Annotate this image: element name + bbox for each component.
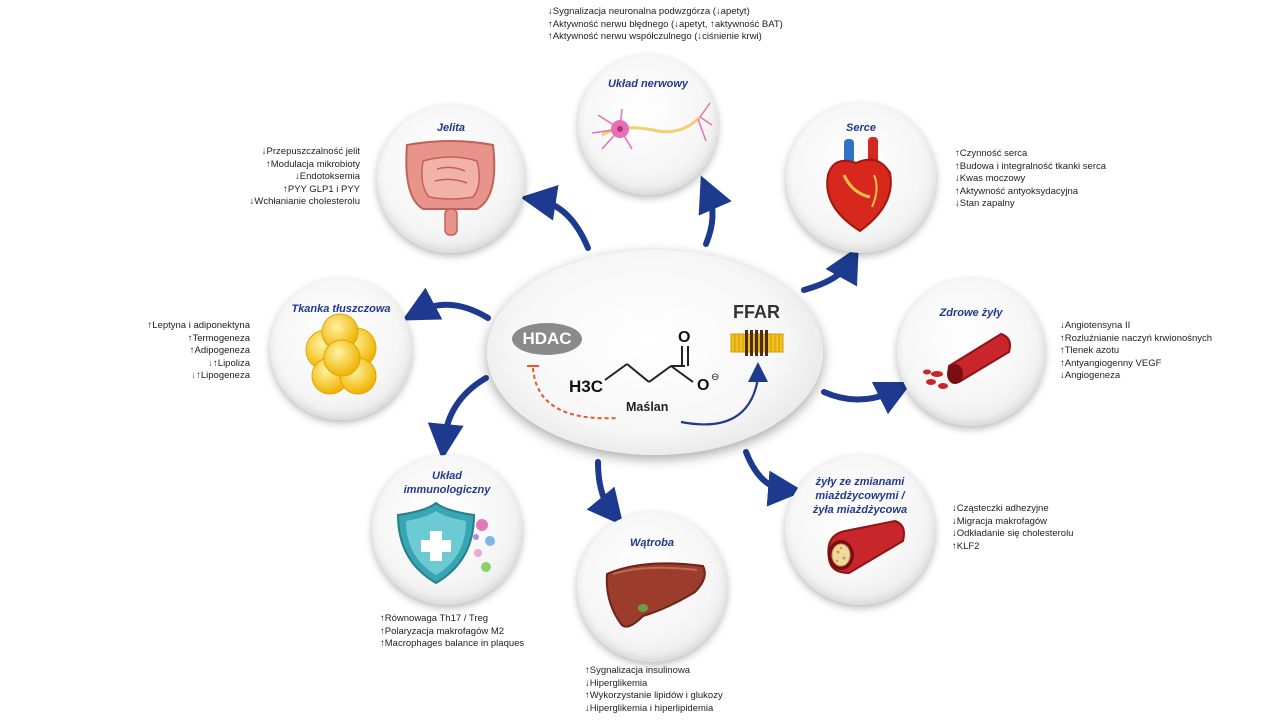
healthy-veins-effects: ↓Angiotensyna II ↑Rozluźnianie naczyń kr… (1060, 320, 1212, 383)
node-healthy-veins: Zdrowe żyły (897, 278, 1045, 426)
liver-icon (605, 562, 706, 628)
node-heart: Serce (786, 103, 936, 253)
node-nervous-system: Układ nerwowy (578, 55, 718, 195)
arrow-to-nervous (698, 175, 732, 247)
liver-effects: ↑Sygnalizacja insulinowa ↓Hiperglikemia … (585, 665, 723, 715)
effect-item: ↑Aktywność nerwu współczulnego (↓ciśnien… (548, 31, 762, 43)
arrow-to-liver (586, 459, 624, 526)
effect-item: ↑PYY GLP1 i PYY (283, 183, 360, 195)
effect-item: ↑Tlenek azotu (1060, 345, 1120, 357)
activation-arrowhead-icon (748, 362, 768, 382)
node-title: Jelita (436, 122, 466, 134)
hdac-inhibition-line (532, 367, 618, 420)
effect-item: ↑Macrophages balance in plaques (380, 638, 525, 650)
formula-charge: ⊖ (711, 372, 719, 383)
effect-item: ↑Aktywność antyoksydacyjna (955, 185, 1079, 197)
adipose-effects: ↑Leptyna i adiponektyna ↑Termogeneza ↑Ad… (130, 320, 250, 383)
effect-item: ↓Przepuszczalność jelit (261, 146, 360, 157)
effect-item: ↑Równowaga Th17 / Treg (380, 613, 489, 624)
node-title: Zdrowe żyły (939, 307, 1003, 319)
immune-effects: ↑Równowaga Th17 / Treg ↑Polaryzacja makr… (380, 613, 524, 651)
skeletal-formula (604, 346, 694, 383)
effect-item: ↑Polaryzacja makrofagów M2 (380, 625, 505, 637)
formula-o-right: O (697, 377, 709, 394)
effect-item: ↑Czynność serca (955, 148, 1028, 159)
effect-item: ↓↑Lipoliza (208, 357, 250, 369)
effect-item: ↓Wchłanianie cholesterolu (249, 196, 360, 208)
intestine-icon (405, 140, 496, 236)
effect-item: ↓Angiogeneza (1060, 370, 1121, 382)
node-title: Wątroba (630, 537, 674, 549)
arrow-to-adipose (402, 287, 491, 321)
effect-item: ↓Hiperglikemia i hiperlipidemia (585, 702, 714, 714)
shield-icon (396, 501, 495, 585)
effect-item: ↓Angiotensyna II (1060, 320, 1131, 331)
arrow-to-heart (801, 246, 859, 293)
effect-item: ↑KLF2 (952, 540, 980, 552)
butyrate-molecule: H3C O O ⊖ (527, 329, 784, 426)
gut-effects: ↓Przepuszczalność jelit ↑Modulacja mikro… (220, 146, 360, 209)
plaque-vessel-icon (827, 519, 905, 575)
node-liver: Wątroba (577, 512, 727, 662)
effect-item: ↑Leptyna i adiponektyna (147, 320, 250, 331)
effect-item: ↑Rozluźnianie naczyń krwionośnych (1060, 332, 1213, 344)
effect-item: ↓Endotoksemia (295, 171, 360, 183)
blood-vessel-icon (923, 332, 1011, 389)
effect-item: ↓Sygnalizacja neuronalna podwzgórza (↓ap… (548, 6, 750, 17)
nervous-effects: ↓Sygnalizacja neuronalna podwzgórza (↓ap… (548, 6, 783, 44)
heart-effects: ↑Czynność serca ↑Budowa i integralność t… (955, 148, 1106, 211)
effect-item: ↑Adipogeneza (189, 345, 250, 357)
effect-item: ↑Modulacja mikrobioty (266, 158, 360, 170)
arrow-to-gut (520, 185, 591, 251)
node-title: Tkanka tłuszczowa (291, 303, 391, 315)
effect-item: ↑Budowa i integralność tkanki serca (955, 160, 1107, 172)
ffar-receptor-icon (730, 330, 784, 356)
arrow-to-immune (427, 375, 489, 460)
ffar-label: FFAR (733, 302, 780, 322)
hdac-label: HDAC (512, 323, 582, 355)
effect-item: ↑Antyangiogenny VEGF (1060, 357, 1162, 369)
fat-cells-icon (305, 313, 377, 395)
effect-item: ↑Aktywność nerwu błędnego (↓apetyt, ↑akt… (548, 18, 783, 30)
arrow-to-athero (743, 449, 804, 507)
effect-item: ↑Wykorzystanie lipidów i glukozy (585, 690, 723, 702)
arrow-to-healthy-veins (821, 381, 913, 415)
athero-effects: ↓Cząsteczki adhezyjne ↓Migracja makrofag… (952, 503, 1073, 553)
effect-item: ↓Kwas moczowy (955, 173, 1026, 185)
ffar-activation-arrow (680, 377, 760, 426)
node-adipose: Tkanka tłuszczowa (270, 278, 412, 420)
node-title: Serce (846, 122, 876, 134)
effect-item: ↓Odkładanie się cholesterolu (952, 528, 1074, 540)
heart-icon (826, 137, 892, 233)
node-title: Układ nerwowy (607, 78, 689, 90)
effect-item: ↓Migracja makrofagów (952, 515, 1048, 527)
effect-item: ↑Termogeneza (187, 332, 250, 344)
formula-o-top: O (678, 329, 690, 346)
effect-item: ↓Stan zapalny (955, 198, 1015, 210)
effect-item: ↓Hiperglikemia (585, 677, 648, 689)
node-gut: Jelita (377, 105, 525, 253)
effect-item: ↑Sygnalizacja insulinowa (585, 665, 691, 676)
effect-item: ↓Cząsteczki adhezyjne (952, 503, 1049, 514)
formula-h3c: H3C (569, 377, 603, 396)
butyrate-label: Maślan (626, 400, 669, 414)
neuron-icon (591, 102, 713, 150)
effect-item: ↓↑Lipogeneza (191, 370, 250, 382)
